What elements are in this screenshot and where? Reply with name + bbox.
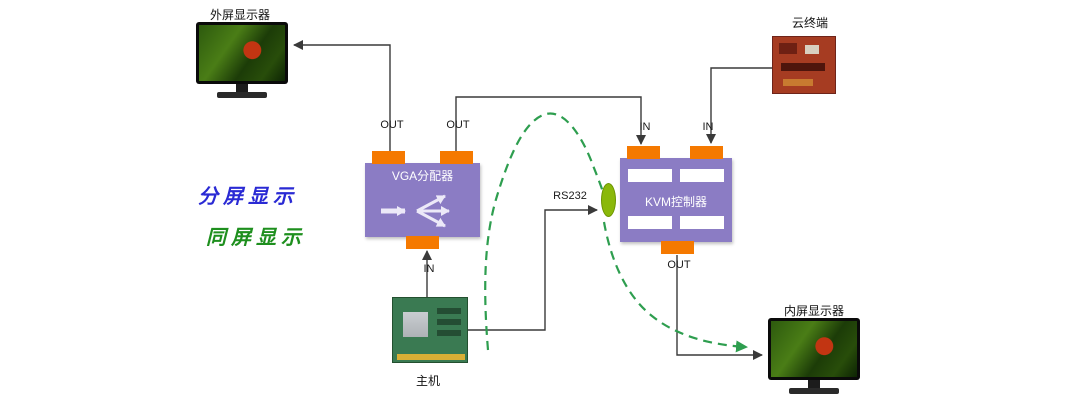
- cloud-terminal-image: [772, 36, 836, 94]
- line-kvm-to-internal-display: [676, 255, 763, 360]
- kvm-connector-top-left: [627, 146, 660, 159]
- rs232-label: RS232: [553, 190, 587, 202]
- kvm-in-left-port-label: IN: [639, 121, 651, 133]
- monitor-base: [789, 388, 839, 394]
- host-image: [392, 297, 468, 363]
- dashed-same-screen-path-down: [602, 221, 748, 353]
- kvm-rs232-port: [601, 183, 616, 217]
- host-in-port-label: IN: [423, 263, 435, 275]
- legend-split-screen: 分屏显示: [198, 186, 298, 208]
- dashed-same-screen-path-up: [484, 112, 605, 351]
- kvm-connector-top-right: [690, 146, 723, 159]
- external-display-image: [196, 22, 288, 98]
- monitor-picture: [771, 321, 857, 377]
- cloud-terminal-label: 云终端: [792, 16, 829, 30]
- monitor-neck: [808, 380, 820, 388]
- line-host-rs232-to-kvm: [467, 205, 598, 331]
- vga-connector-top-left: [372, 151, 405, 164]
- kvm-connector-bottom: [661, 241, 694, 254]
- vga-connector-top-right: [440, 151, 473, 164]
- monitor-neck: [236, 84, 248, 92]
- split-arrows-icon: [381, 194, 450, 228]
- kvm-slot: [680, 216, 724, 229]
- kvm-slot: [628, 169, 672, 182]
- kvm-slot: [628, 216, 672, 229]
- internal-display-label: 内屏显示器: [784, 304, 845, 318]
- line-vga-to-kvm: [455, 96, 646, 151]
- external-display-label: 外屏显示器: [210, 8, 271, 22]
- monitor-screen: [196, 22, 288, 84]
- line-cloud-terminal-to-kvm: [706, 67, 772, 144]
- vga-splitter-box: VGA分配器: [365, 163, 480, 237]
- kvm-in-right-port-label: IN: [702, 121, 714, 133]
- vga-out-left-port-label: OUT: [380, 119, 404, 131]
- kvm-controller-label: KVM控制器: [644, 195, 707, 209]
- kvm-slot: [680, 169, 724, 182]
- host-label: 主机: [415, 374, 440, 388]
- monitor-base: [217, 92, 267, 98]
- monitor-screen: [768, 318, 860, 380]
- kvm-controller-box: KVM控制器: [620, 158, 732, 242]
- kvm-out-port-label: OUT: [667, 259, 691, 271]
- vga-out-right-port-label: OUT: [446, 119, 470, 131]
- vga-splitter-label: VGA分配器: [391, 169, 454, 183]
- monitor-picture: [199, 25, 285, 81]
- line-vga-to-external-display: [293, 40, 391, 151]
- legend-same-screen: 同屏显示: [206, 227, 306, 249]
- vga-connector-bottom: [406, 236, 439, 249]
- internal-display-image: [768, 318, 860, 394]
